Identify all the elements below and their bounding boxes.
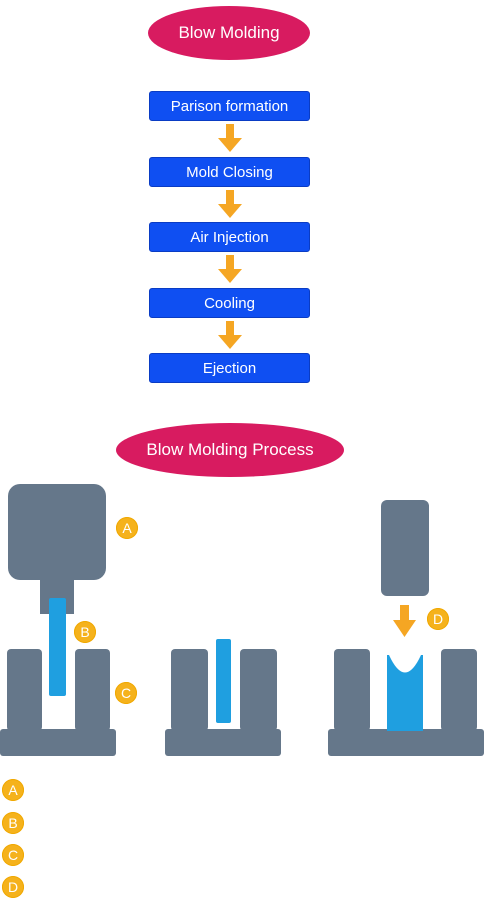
marker-c: C [115,682,137,704]
blow-pin [381,500,429,596]
down-arrow-icon [218,124,242,152]
marker-label: A [122,520,132,536]
marker-label: C [120,685,132,701]
legend-marker-label: D [7,879,19,895]
diagram-title-text: Blow Molding [178,23,280,42]
legend-marker-b: B [2,812,24,834]
step-label: Ejection [202,359,257,377]
legend-marker-c: C [2,844,24,866]
process-illustration [0,484,484,756]
down-arrow-icon [218,321,242,349]
legend-marker-a: A [2,779,24,801]
step-label: Mold Closing [186,163,273,181]
mold-stage-3 [328,649,484,756]
marker-a: A [116,517,138,539]
extruder-head [8,484,106,614]
process-title: Blow Molding Process [116,423,344,477]
legend-marker-label: A [8,782,18,798]
parison [216,639,231,723]
down-arrow-icon [218,190,242,218]
diagram-title: Blow Molding [148,6,310,60]
step-mold-closing: Mold Closing [149,157,310,187]
marker-label: B [80,624,90,640]
parison [49,598,66,696]
mold-stage-2 [165,639,281,756]
legend-marker-label: C [7,847,19,863]
marker-label: D [432,611,444,627]
legend-marker-d: D [2,876,24,898]
marker-d: D [427,608,449,630]
down-arrow-icon [218,255,242,283]
step-label: Cooling [204,294,255,312]
step-label: Air Injection [190,228,269,246]
step-air-injection: Air Injection [149,222,310,252]
step-label: Parison formation [170,97,289,115]
mold-stage-1 [0,649,116,756]
step-ejection: Ejection [149,353,310,383]
air-arrow-icon [393,605,416,637]
step-parison-formation: Parison formation [149,91,310,121]
process-title-text: Blow Molding Process [146,440,314,459]
legend-marker-label: B [8,815,18,831]
step-cooling: Cooling [149,288,310,318]
marker-b: B [74,621,96,643]
